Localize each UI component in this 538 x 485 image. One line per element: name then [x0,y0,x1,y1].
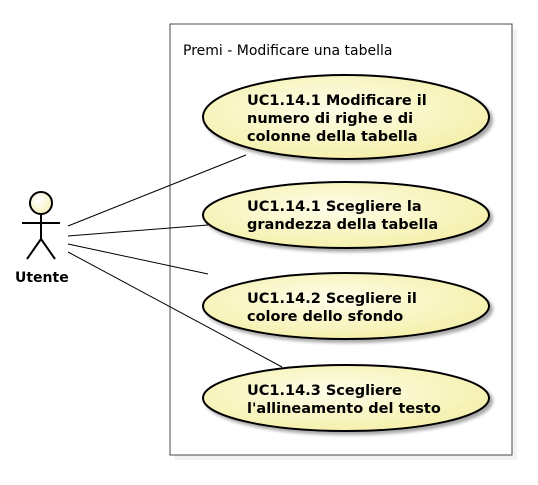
association-line-2[interactable] [67,224,209,237]
use-case-3[interactable]: UC1.14.2 Scegliere il colore dello sfond… [202,272,490,340]
use-case-3-ellipse [202,272,490,340]
use-case-4-ellipse [202,364,490,432]
use-case-4-line-2: l'allineamento del testo [247,401,441,417]
use-case-4-label: UC1.14.3 Scegliere l'allineamento del te… [247,383,441,417]
use-case-1-line-3: colonne della tabella [247,129,418,145]
use-case-2-line-1: UC1.14.1 Scegliere la [247,199,422,215]
use-case-1-ellipse [202,74,490,160]
use-case-3-line-2: colore dello sfondo [247,309,403,325]
use-case-1-line-2: numero di righe e di [247,111,413,127]
use-case-2-line-2: grandezza della tabella [247,217,438,233]
actor-right-leg [40,238,56,260]
system-title: Premi - Modificare una tabella [183,43,392,59]
actor-label: Utente [15,270,69,286]
use-case-1-label: UC1.14.1 Modificare il numero di righe e… [247,93,432,145]
actor-head [29,191,53,215]
use-case-4-line-1: UC1.14.3 Scegliere [247,383,402,399]
actor-left-leg [26,238,42,260]
associations [67,154,283,368]
association-line-3[interactable] [67,243,209,275]
use-case-4[interactable]: UC1.14.3 Scegliere l'allineamento del te… [202,364,490,432]
use-case-1-line-1: UC1.14.1 Modificare il [247,93,427,109]
use-case-2-label: UC1.14.1 Scegliere la grandezza della ta… [247,199,438,233]
use-case-3-label: UC1.14.2 Scegliere il colore dello sfond… [247,291,422,325]
use-case-2[interactable]: UC1.14.1 Scegliere la grandezza della ta… [202,181,490,249]
use-case-3-line-1: UC1.14.2 Scegliere il [247,291,417,307]
association-line-4[interactable] [67,251,283,368]
use-case-1[interactable]: UC1.14.1 Modificare il numero di righe e… [202,74,490,160]
actor-utente[interactable] [22,191,60,260]
use-case-2-ellipse [202,181,490,249]
association-line-1[interactable] [67,154,247,227]
